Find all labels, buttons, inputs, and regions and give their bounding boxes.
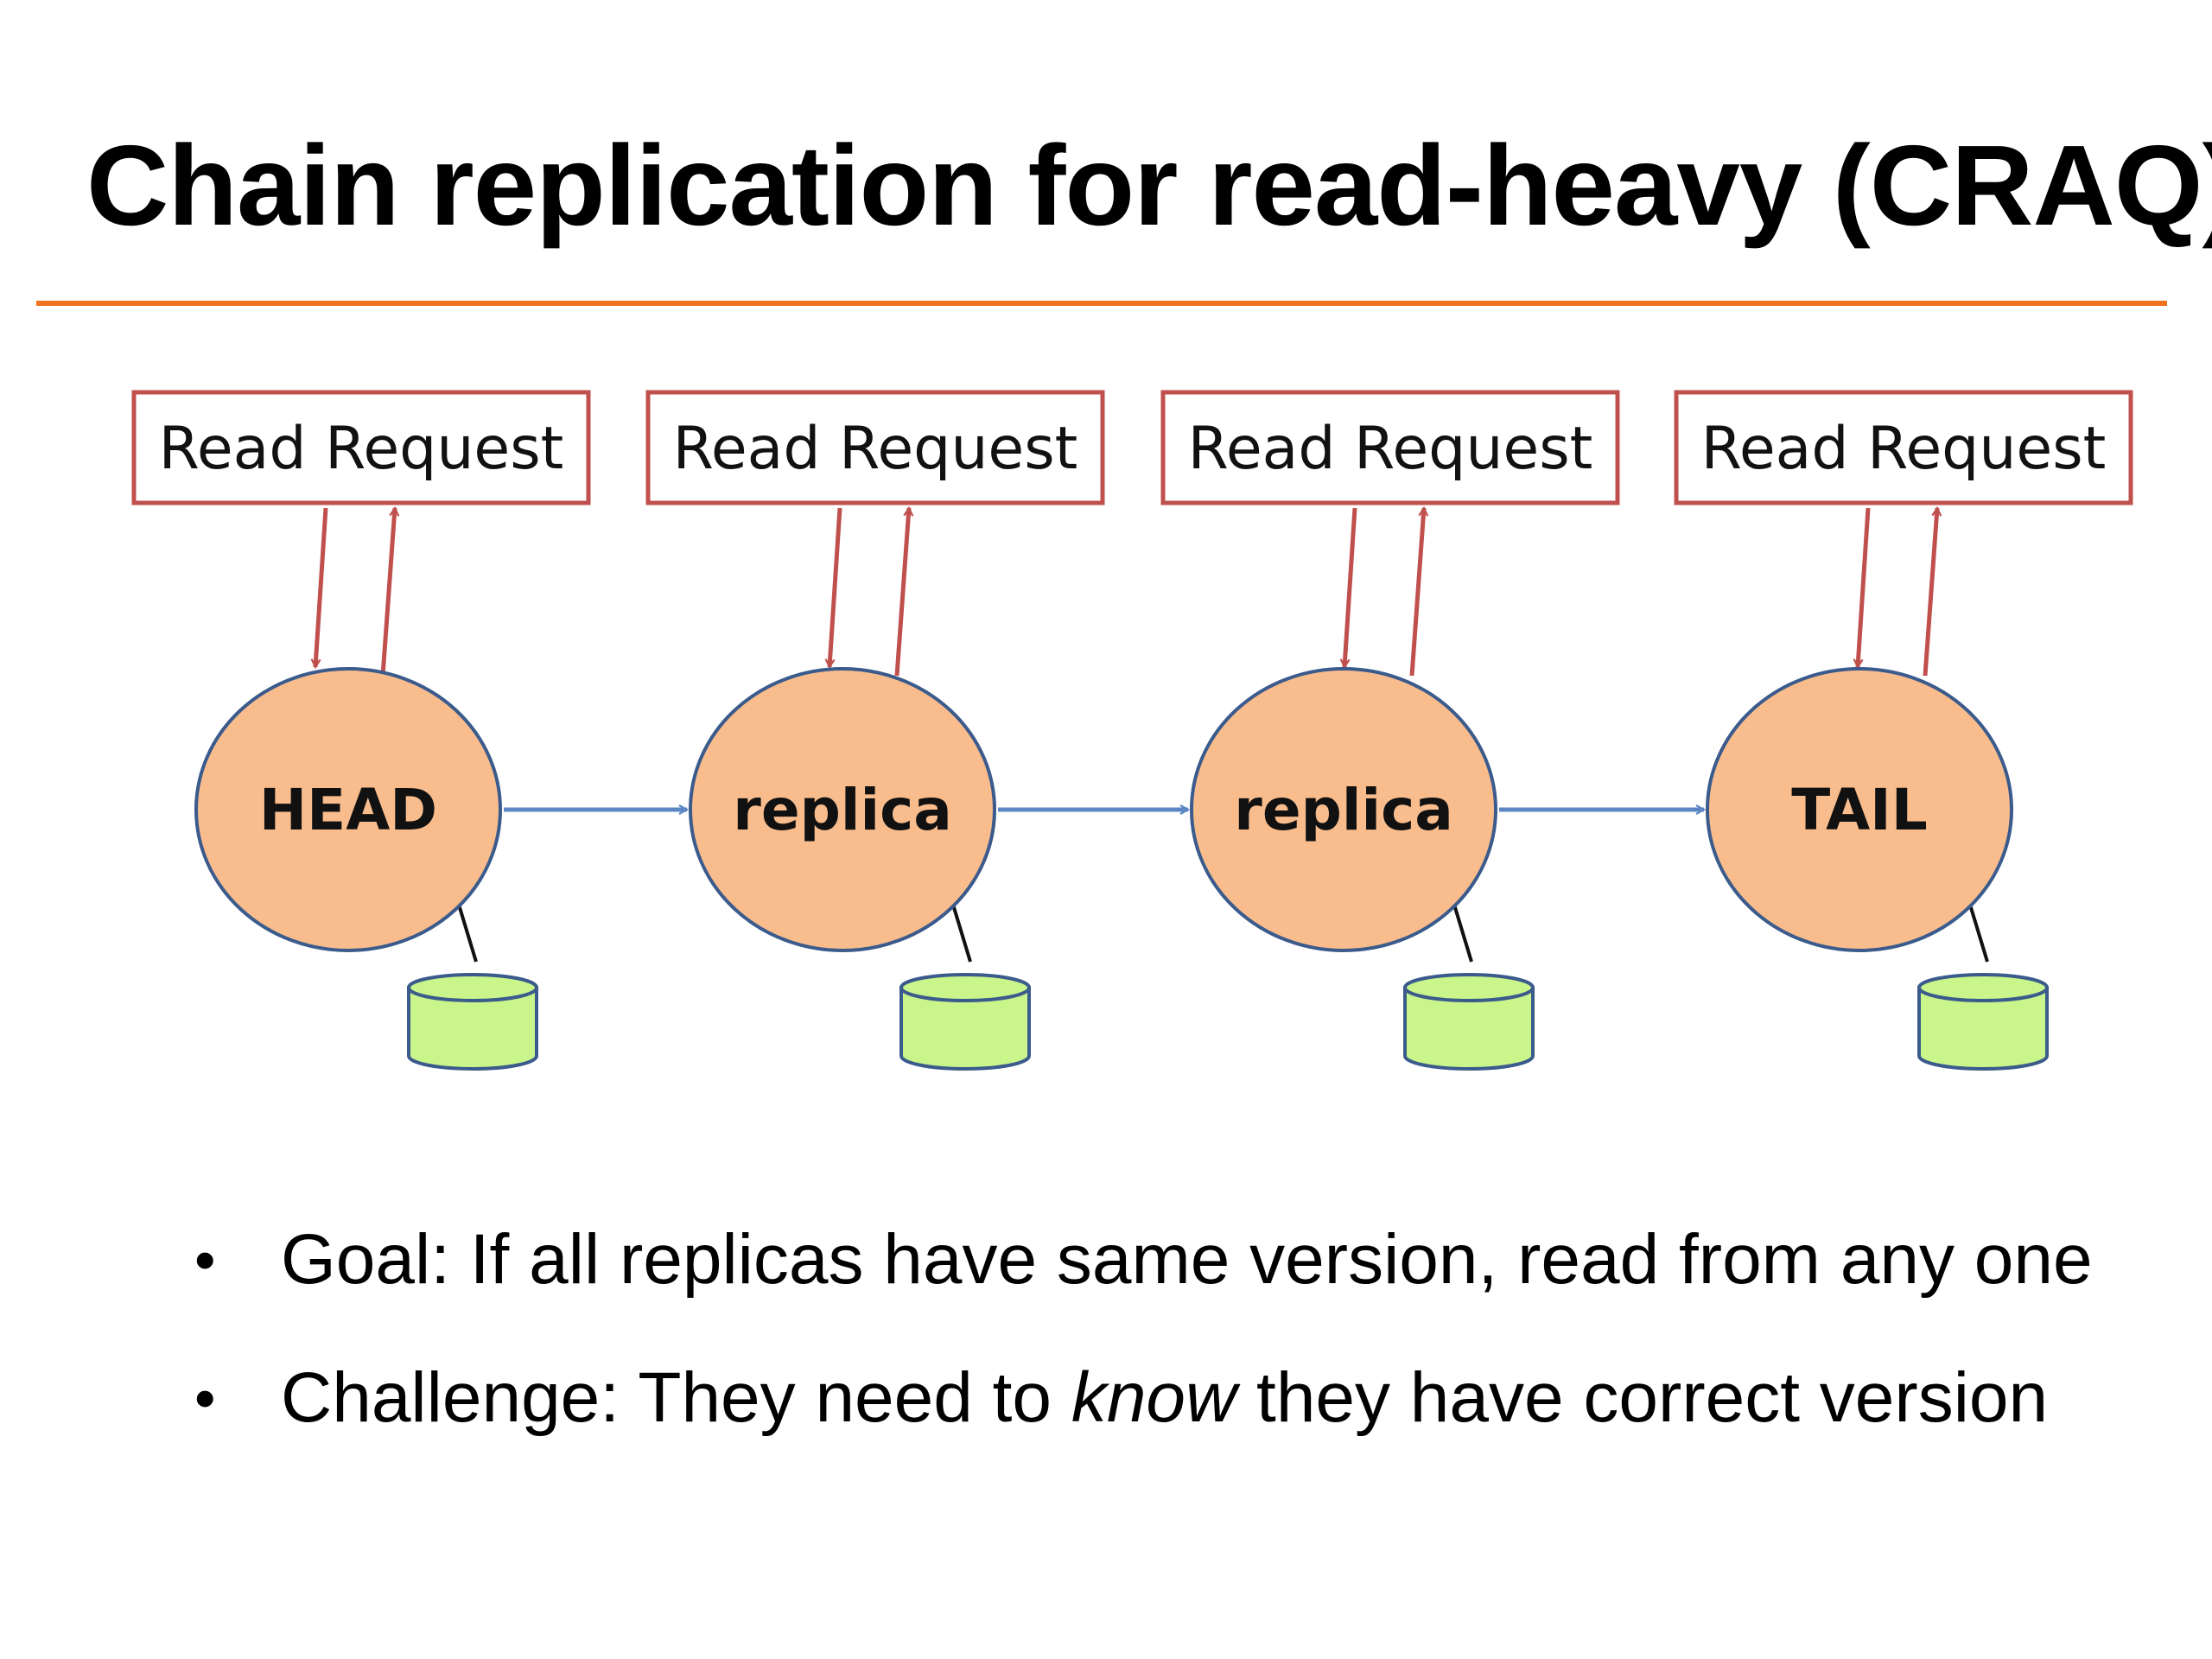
- slide-title: Chain replication for read-heavy (CRAQ): [86, 122, 2212, 249]
- chain-node-replica: [1190, 667, 1497, 952]
- storage-connector: [951, 904, 972, 963]
- chain-node-replica: [689, 667, 996, 952]
- bullet-marker: •: [194, 1364, 216, 1432]
- response-arrow-up: [1409, 508, 1424, 677]
- bullet-emphasis: know: [1071, 1358, 1237, 1437]
- chain-node-head: [194, 667, 502, 952]
- storage-connector: [1452, 904, 1473, 963]
- storage-connector: [457, 904, 478, 963]
- read-request-box: [1160, 390, 1620, 505]
- response-arrow-up: [380, 508, 395, 677]
- chain-node-label: replica: [733, 777, 951, 843]
- request-arrow-down: [1344, 507, 1357, 667]
- bullet-list: • Goal: If all replicas have same version…: [194, 1218, 2093, 1495]
- chain-node-label: HEAD: [259, 777, 437, 843]
- storage-cylinder-body: [407, 986, 538, 1071]
- bullet-text: Challenge: They need to: [281, 1358, 1071, 1437]
- read-request-box: [131, 390, 591, 505]
- storage-cylinder-body: [1403, 986, 1535, 1071]
- read-request-box: [645, 390, 1105, 505]
- bullet-text: Goal: If all replicas have same version,…: [281, 1220, 2093, 1299]
- chain-node-label: replica: [1234, 777, 1452, 843]
- storage-cylinder-body: [899, 986, 1031, 1071]
- bullet-text: they have correct version: [1236, 1358, 2049, 1437]
- response-arrow-up: [894, 508, 909, 677]
- read-request-label: Read Request: [673, 415, 1078, 483]
- request-arrow-down: [1858, 507, 1871, 667]
- read-request-box: [1674, 390, 2133, 505]
- chain-node-label: TAIL: [1791, 777, 1928, 843]
- chain-node-tail: [1706, 667, 2013, 952]
- read-request-label: Read Request: [1188, 415, 1593, 483]
- response-arrow-up: [1923, 508, 1937, 677]
- bullet-marker: •: [194, 1226, 216, 1294]
- title-divider: [36, 301, 2167, 306]
- storage-cylinder-top: [899, 973, 1031, 1002]
- storage-cylinder-top: [407, 973, 538, 1002]
- storage-cylinder-top: [1403, 973, 1535, 1002]
- request-arrow-down: [830, 507, 842, 667]
- storage-cylinder-body: [1917, 986, 2049, 1071]
- bullet-item: • Goal: If all replicas have same version…: [194, 1218, 2093, 1301]
- read-request-label: Read Request: [159, 415, 564, 483]
- storage-cylinder-top: [1917, 973, 2049, 1002]
- request-arrow-down: [315, 507, 328, 667]
- storage-connector: [1968, 904, 1989, 963]
- bullet-item: • Challenge: They need to know they have …: [194, 1357, 2093, 1440]
- read-request-label: Read Request: [1701, 415, 2107, 483]
